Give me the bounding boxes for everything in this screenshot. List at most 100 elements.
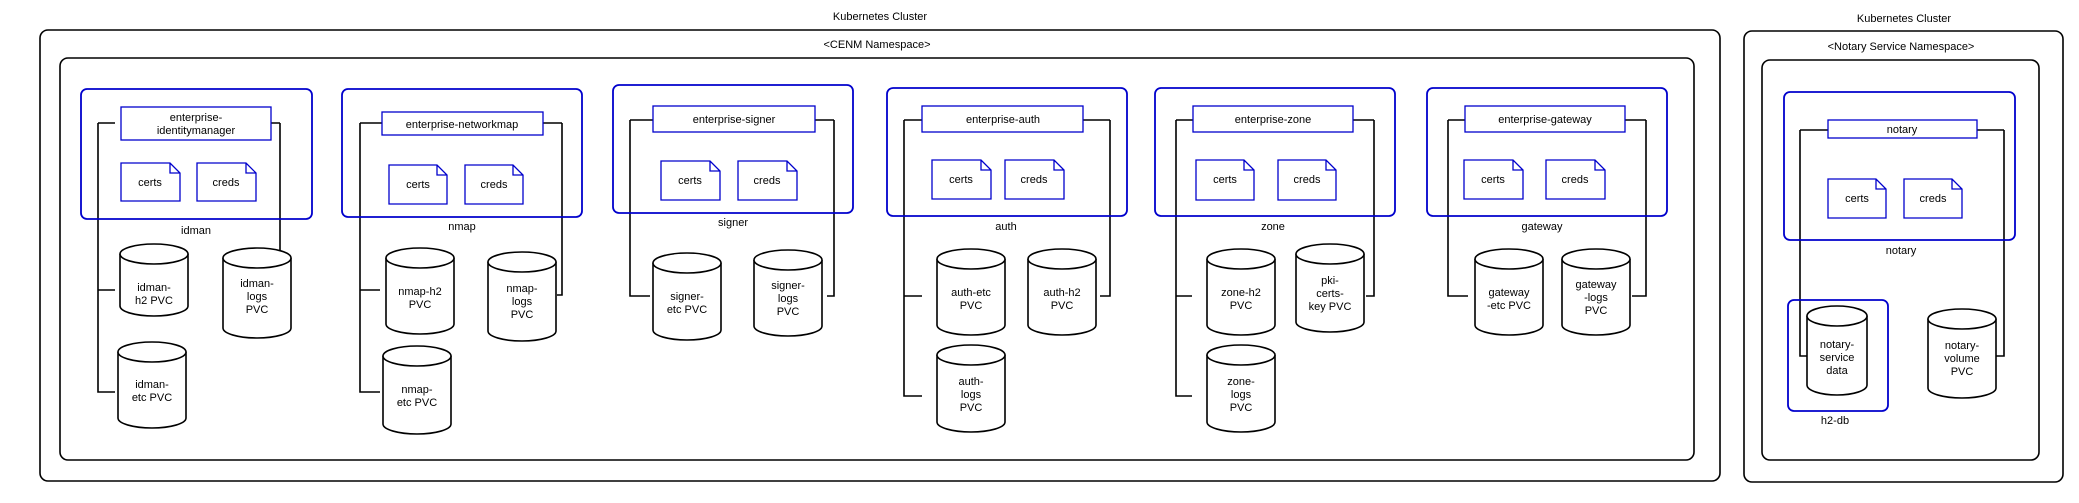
pvc-cylinder: zone- logs PVC bbox=[1206, 344, 1276, 433]
svg-text:logs: logs bbox=[778, 293, 799, 305]
file-certs bbox=[1827, 178, 1887, 219]
file-label: certs bbox=[1845, 193, 1869, 205]
pod-name: enterprise-zone bbox=[1235, 114, 1311, 126]
svg-text:logs: logs bbox=[512, 296, 533, 308]
connector-bracket bbox=[903, 119, 1111, 397]
svg-text:logs: logs bbox=[961, 389, 982, 401]
pod-box bbox=[886, 87, 1128, 217]
pod-box bbox=[1783, 91, 2016, 241]
svg-text:notary-: notary- bbox=[1820, 339, 1855, 351]
file-label: certs bbox=[678, 175, 702, 187]
file-creds bbox=[1545, 159, 1606, 200]
file-creds bbox=[737, 160, 798, 201]
group-signer: enterprise-signer certs creds signer sig… bbox=[612, 84, 854, 341]
pvc-cylinder: auth-h2 PVC bbox=[1027, 248, 1097, 336]
file-label: certs bbox=[1213, 174, 1237, 186]
svg-text:etc PVC: etc PVC bbox=[667, 304, 707, 316]
group-label: signer bbox=[718, 217, 748, 229]
pvc-cylinder: nmap- etc PVC bbox=[382, 345, 452, 435]
pod-header bbox=[120, 106, 272, 141]
file-certs bbox=[1463, 159, 1524, 200]
svg-text:gateway: gateway bbox=[1576, 279, 1617, 291]
group-label: auth bbox=[995, 221, 1016, 233]
group-label: nmap bbox=[448, 221, 476, 233]
file-certs bbox=[120, 162, 181, 202]
group-zone: enterprise-zone certs creds zone zone-h2… bbox=[1154, 87, 1396, 433]
svg-text:PVC: PVC bbox=[1951, 366, 1974, 378]
pvc-cylinder: idman- etc PVC bbox=[117, 341, 187, 429]
svg-text:PVC: PVC bbox=[511, 309, 534, 321]
svg-text:PVC: PVC bbox=[1230, 300, 1253, 312]
pod-box bbox=[612, 84, 854, 214]
file-label: creds bbox=[1294, 174, 1321, 186]
svg-text:PVC: PVC bbox=[1051, 300, 1074, 312]
pod-header bbox=[1464, 105, 1626, 133]
svg-text:idman-: idman- bbox=[240, 278, 274, 290]
file-label: creds bbox=[1562, 174, 1589, 186]
file-creds bbox=[196, 162, 257, 202]
svg-text:PVC: PVC bbox=[409, 299, 432, 311]
pvc-cylinder: signer- etc PVC bbox=[652, 252, 722, 341]
group-idman: enterprise- identitymanager certs creds … bbox=[80, 88, 313, 429]
pod-name: notary bbox=[1887, 124, 1918, 136]
svg-text:nmap-h2: nmap-h2 bbox=[398, 286, 441, 298]
svg-text:-etc PVC: -etc PVC bbox=[1487, 300, 1531, 312]
pod-header bbox=[1192, 105, 1354, 133]
pvc-cylinder: auth-etc PVC bbox=[936, 248, 1006, 336]
file-label: creds bbox=[754, 175, 781, 187]
svg-text:-logs: -logs bbox=[1584, 292, 1608, 304]
svg-text:PVC: PVC bbox=[246, 304, 269, 316]
svg-text:signer-: signer- bbox=[670, 291, 704, 303]
pod-header bbox=[1827, 119, 1978, 139]
db-label: h2-db bbox=[1821, 415, 1849, 427]
svg-text:auth-h2: auth-h2 bbox=[1043, 287, 1080, 299]
svg-text:PVC: PVC bbox=[960, 300, 983, 312]
cluster-title: Kubernetes Cluster bbox=[1857, 13, 1951, 25]
db-box bbox=[1787, 299, 1889, 412]
svg-text:auth-etc: auth-etc bbox=[951, 287, 991, 299]
svg-text:PVC: PVC bbox=[1230, 402, 1253, 414]
svg-text:certs-: certs- bbox=[1316, 288, 1344, 300]
svg-text:zone-: zone- bbox=[1227, 376, 1255, 388]
pvc-cylinder: pki- certs- key PVC bbox=[1295, 243, 1365, 333]
file-certs bbox=[931, 159, 992, 200]
svg-text:PVC: PVC bbox=[960, 402, 983, 414]
file-creds bbox=[464, 164, 524, 205]
pvc-cylinder: idman- h2 PVC bbox=[119, 243, 189, 317]
pvc-cylinder: auth- logs PVC bbox=[936, 344, 1006, 433]
svg-text:nmap-: nmap- bbox=[506, 283, 538, 295]
svg-text:etc PVC: etc PVC bbox=[397, 397, 437, 409]
group-label: gateway bbox=[1522, 221, 1563, 233]
svg-text:key PVC: key PVC bbox=[1309, 301, 1352, 313]
cluster-frame bbox=[39, 29, 1721, 482]
file-label: certs bbox=[949, 174, 973, 186]
group-notary: notary certs creds notary notary- servic… bbox=[1783, 91, 2016, 427]
file-certs bbox=[660, 160, 721, 201]
connector-bracket bbox=[359, 122, 563, 393]
namespace-title: <Notary Service Namespace> bbox=[1828, 41, 1975, 53]
svg-text:h2 PVC: h2 PVC bbox=[135, 295, 173, 307]
connector-bracket bbox=[629, 119, 835, 297]
file-creds bbox=[1903, 178, 1963, 219]
pod-box bbox=[341, 88, 583, 218]
pod-header bbox=[921, 105, 1084, 133]
svg-text:nmap-: nmap- bbox=[401, 384, 433, 396]
svg-text:idman-: idman- bbox=[137, 282, 171, 294]
file-creds bbox=[1004, 159, 1065, 200]
pod-name: enterprise- bbox=[170, 112, 223, 124]
file-label: certs bbox=[406, 179, 430, 191]
pvc-cylinder: signer- logs PVC bbox=[753, 249, 823, 337]
namespace-frame bbox=[59, 57, 1695, 461]
svg-text:PVC: PVC bbox=[777, 306, 800, 318]
svg-text:logs: logs bbox=[1231, 389, 1252, 401]
group-label: notary bbox=[1886, 245, 1917, 257]
group-label: idman bbox=[181, 225, 211, 237]
file-creds bbox=[1277, 159, 1337, 201]
pod-header bbox=[652, 105, 816, 133]
svg-text:signer-: signer- bbox=[771, 280, 805, 292]
connector-bracket bbox=[1175, 119, 1375, 397]
pod-header bbox=[381, 111, 544, 136]
pod-name: enterprise-signer bbox=[693, 114, 776, 126]
group-nmap: enterprise-networkmap certs creds nmap n… bbox=[341, 88, 583, 435]
